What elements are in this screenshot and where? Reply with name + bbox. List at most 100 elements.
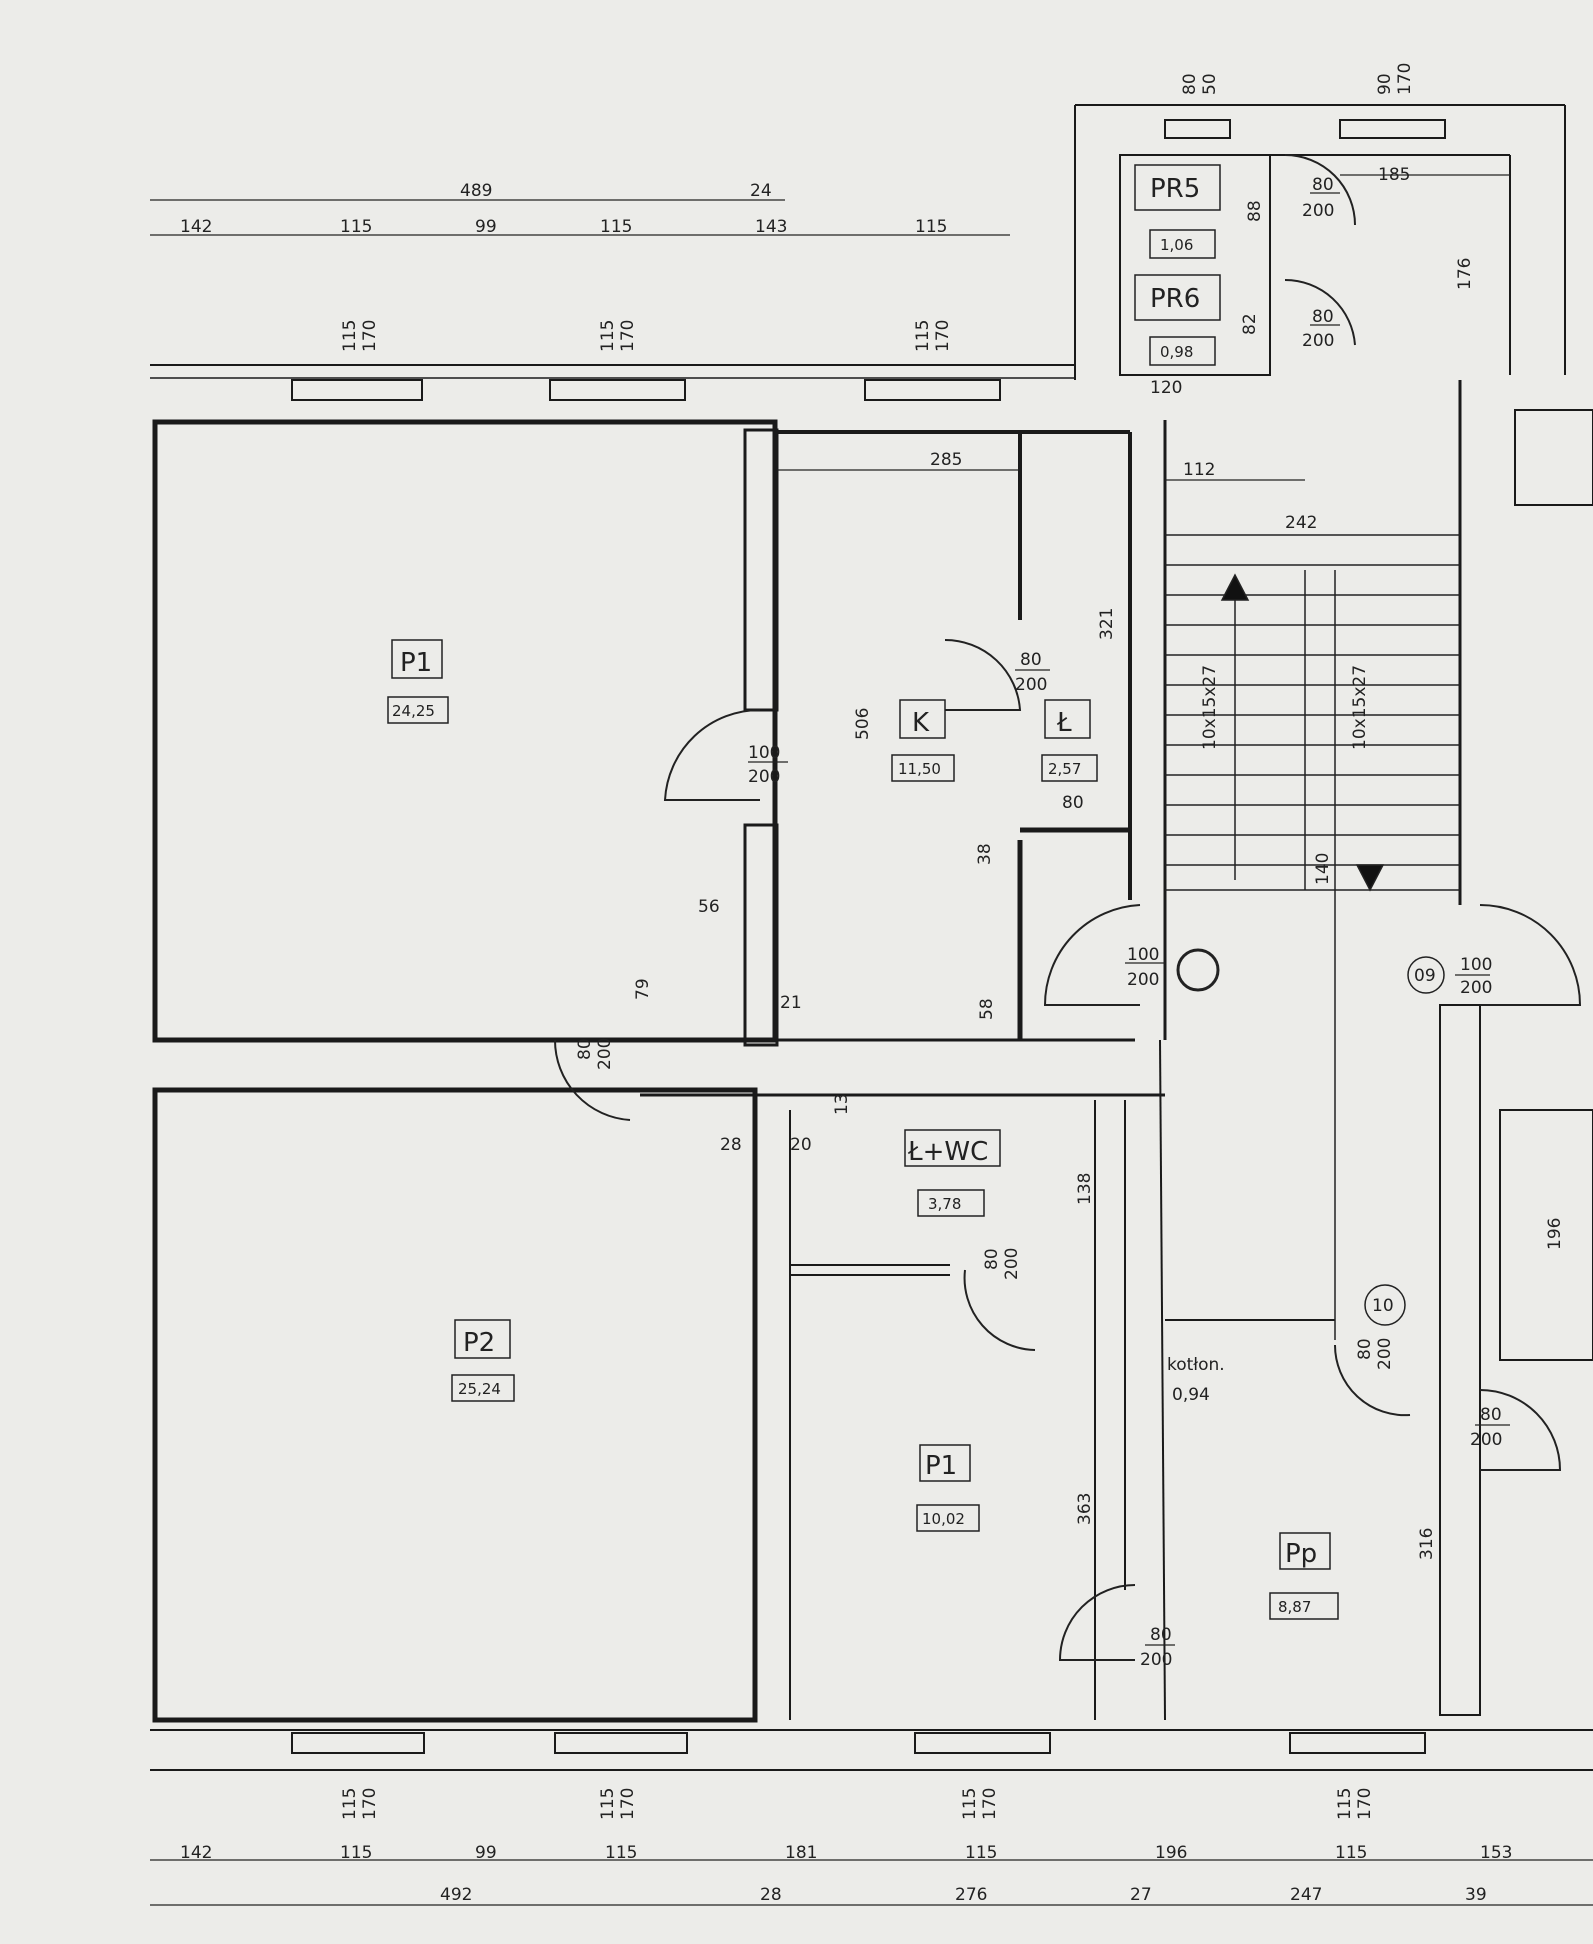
svg-text:120: 120: [1150, 378, 1182, 398]
dim-overall-b: 24: [750, 181, 772, 201]
marker-09-circle: [1407, 956, 1445, 994]
markers: 09 10: [1176, 948, 1445, 1326]
dim-seg: 99: [475, 217, 497, 237]
svg-text:181: 181: [785, 1843, 817, 1863]
staircase: [1165, 534, 1460, 1340]
bottom-dimensions: 142 115 99 115 181 115 196 115 153 492 2…: [180, 1843, 1512, 1905]
svg-text:39: 39: [1465, 1885, 1487, 1905]
svg-text:200: 200: [1375, 1338, 1395, 1370]
dim-seg: 142: [180, 217, 212, 237]
svg-text:170: 170: [980, 1788, 1000, 1820]
svg-text:80: 80: [1355, 1338, 1375, 1360]
svg-text:115: 115: [960, 1788, 980, 1820]
room-pr5-label: PR5: [1150, 174, 1200, 204]
svg-text:247: 247: [1290, 1885, 1322, 1905]
svg-text:50: 50: [1200, 73, 1220, 95]
room-p2-area: 25,24: [458, 1380, 501, 1398]
svg-text:170: 170: [933, 320, 953, 352]
svg-text:200: 200: [1302, 331, 1334, 351]
svg-text:200: 200: [748, 767, 780, 787]
room-bath-wc-area: 3,78: [928, 1195, 961, 1213]
room-bath-small-area: 2,57: [1048, 760, 1081, 778]
svg-text:100: 100: [748, 743, 780, 763]
svg-text:80: 80: [1180, 73, 1200, 95]
svg-text:363: 363: [1075, 1493, 1095, 1525]
svg-text:200: 200: [1127, 970, 1159, 990]
room-hall-area: 8,87: [1278, 1598, 1311, 1616]
svg-text:196: 196: [1545, 1218, 1565, 1250]
dim-112: 112: [1183, 460, 1215, 480]
room-bath-small-label: Ł: [1056, 708, 1072, 738]
svg-text:170: 170: [618, 320, 638, 352]
svg-text:200: 200: [1002, 1248, 1022, 1280]
svg-text:115: 115: [598, 1788, 618, 1820]
top-dimensions: 489 24 142 115 99 115 143 115 185 176 24…: [180, 165, 1475, 533]
svg-text:115: 115: [340, 320, 360, 352]
svg-text:316: 316: [1417, 1528, 1437, 1560]
door-swings: [553, 154, 1582, 1661]
svg-text:21: 21: [780, 993, 802, 1013]
svg-text:56: 56: [698, 897, 720, 917]
svg-text:285: 285: [930, 450, 962, 470]
marker-10-circle: [1364, 1284, 1406, 1326]
svg-text:115: 115: [965, 1843, 997, 1863]
interior-dimensions: 285 506 321 80 140 10x15x27 10x15x27 56 …: [633, 200, 1565, 1560]
svg-text:88: 88: [1245, 200, 1265, 222]
svg-text:100: 100: [1460, 955, 1492, 975]
room-pr6-label: PR6: [1150, 284, 1200, 314]
dim-242: 242: [1285, 513, 1317, 533]
windows: [291, 119, 1446, 1754]
svg-text:80: 80: [1480, 1405, 1502, 1425]
room-pr6-area: 0,98: [1160, 343, 1193, 361]
room-pr5-area: 1,06: [1160, 236, 1193, 254]
svg-text:200: 200: [1460, 978, 1492, 998]
svg-text:27: 27: [1130, 1885, 1152, 1905]
door-sizes: [748, 192, 1510, 1646]
room-kitchen-area: 11,50: [898, 760, 941, 778]
svg-text:115: 115: [1335, 1788, 1355, 1820]
svg-text:28: 28: [760, 1885, 782, 1905]
room-kitchen-label: K: [912, 708, 930, 738]
svg-text:115: 115: [598, 320, 618, 352]
svg-text:200: 200: [1470, 1430, 1502, 1450]
dim-seg: 143: [755, 217, 787, 237]
dim-seg: 115: [600, 217, 632, 237]
svg-text:100: 100: [1127, 945, 1159, 965]
svg-text:142: 142: [180, 1843, 212, 1863]
gas-meter-icon: [1176, 948, 1220, 992]
dim-overall-a: 489: [460, 181, 492, 201]
room-p2-label: P2: [463, 1328, 495, 1358]
svg-text:10x15x27: 10x15x27: [1350, 665, 1370, 750]
svg-text:28: 28: [720, 1135, 742, 1155]
svg-text:138: 138: [1075, 1173, 1095, 1205]
svg-text:58: 58: [977, 998, 997, 1020]
svg-text:170: 170: [1355, 1788, 1375, 1820]
svg-text:170: 170: [360, 320, 380, 352]
svg-text:79: 79: [633, 978, 653, 1000]
svg-text:170: 170: [618, 1788, 638, 1820]
dim-185: 185: [1378, 165, 1410, 185]
svg-text:115: 115: [340, 1788, 360, 1820]
svg-text:82: 82: [1240, 313, 1260, 335]
svg-text:115: 115: [913, 320, 933, 352]
dimension-lines: [150, 174, 1593, 1906]
svg-text:200: 200: [1302, 201, 1334, 221]
dim-seg: 115: [915, 217, 947, 237]
room-p1-large-area: 24,25: [392, 702, 435, 720]
svg-text:80: 80: [1312, 175, 1334, 195]
svg-text:153: 153: [1480, 1843, 1512, 1863]
svg-text:90: 90: [1375, 73, 1395, 95]
room-boiler-label: kotłon.: [1167, 1355, 1225, 1375]
svg-text:115: 115: [1335, 1843, 1367, 1863]
room-labels: [387, 164, 1339, 1620]
svg-text:80: 80: [575, 1038, 595, 1060]
svg-text:196: 196: [1155, 1843, 1187, 1863]
svg-text:80: 80: [1150, 1625, 1172, 1645]
svg-text:321: 321: [1097, 608, 1117, 640]
svg-text:10x15x27: 10x15x27: [1200, 665, 1220, 750]
svg-text:13: 13: [832, 1093, 852, 1115]
svg-text:200: 200: [1140, 1650, 1172, 1670]
svg-text:38: 38: [975, 843, 995, 865]
svg-text:80: 80: [1062, 793, 1084, 813]
